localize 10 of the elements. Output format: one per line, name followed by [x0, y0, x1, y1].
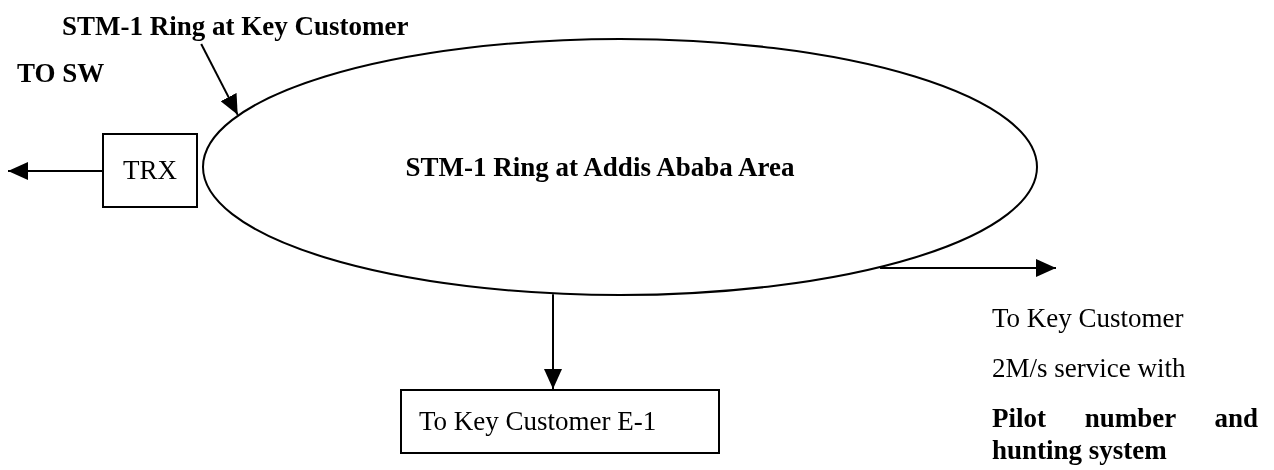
destination-label: TO SW — [17, 57, 105, 90]
process-box: To Key Customer E-1 — [400, 389, 720, 454]
process-box: TRX — [102, 133, 198, 208]
arrow — [7, 162, 103, 180]
service-label: 2M/s service with — [992, 352, 1186, 385]
feature-note: Pilot number and hunting system — [992, 402, 1258, 466]
destination-label: To Key Customer — [992, 302, 1184, 335]
arrow — [544, 293, 562, 390]
arrow — [200, 43, 239, 116]
arrow — [879, 259, 1057, 277]
